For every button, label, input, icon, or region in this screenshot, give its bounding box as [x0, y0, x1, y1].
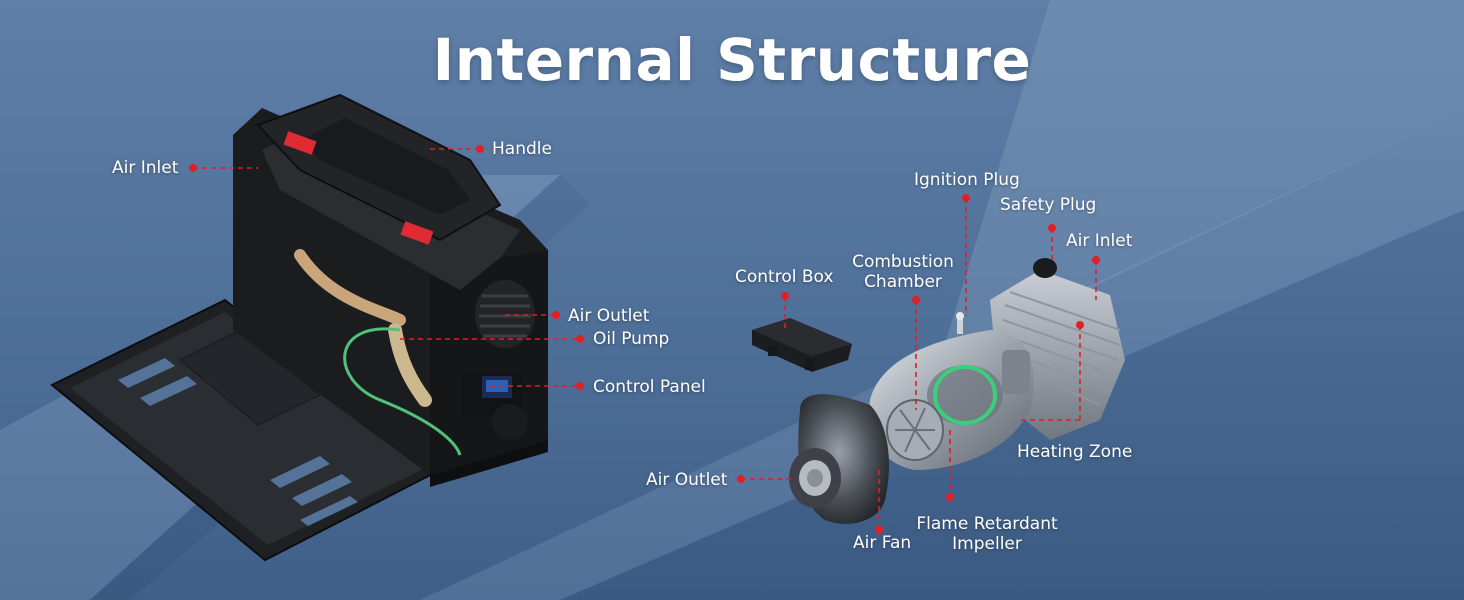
label-oil-pump: Oil Pump [593, 329, 670, 349]
label-control-box: Control Box [735, 267, 834, 287]
label-combustion-chamber-line2: Chamber [864, 272, 942, 292]
exploded-heater-illustration [752, 258, 1125, 524]
label-flame-retardant-impeller: Flame Retardant Impeller [908, 514, 1066, 554]
label-air-inlet-right: Air Inlet [1066, 231, 1133, 251]
label-air-inlet-left: Air Inlet [112, 158, 179, 178]
leader-lines-left [189, 145, 584, 390]
label-combustion-chamber: Combustion Chamber [844, 252, 962, 292]
label-control-panel: Control Panel [593, 377, 706, 397]
label-flame-retardant-impeller-line2: Impeller [952, 534, 1022, 554]
label-combustion-chamber-line1: Combustion [852, 252, 954, 272]
leader-lines-right [737, 194, 1100, 534]
heater-case-illustration [50, 93, 548, 562]
label-safety-plug: Safety Plug [1000, 195, 1097, 215]
label-air-outlet-right: Air Outlet [646, 470, 728, 490]
label-heating-zone: Heating Zone [1017, 442, 1133, 462]
label-air-outlet-left: Air Outlet [568, 306, 650, 326]
label-ignition-plug: Ignition Plug [914, 170, 1020, 190]
page-title: Internal Structure [432, 26, 1032, 94]
label-handle: Handle [492, 139, 552, 159]
label-air-fan: Air Fan [853, 533, 912, 553]
label-flame-retardant-impeller-line1: Flame Retardant [916, 514, 1058, 534]
